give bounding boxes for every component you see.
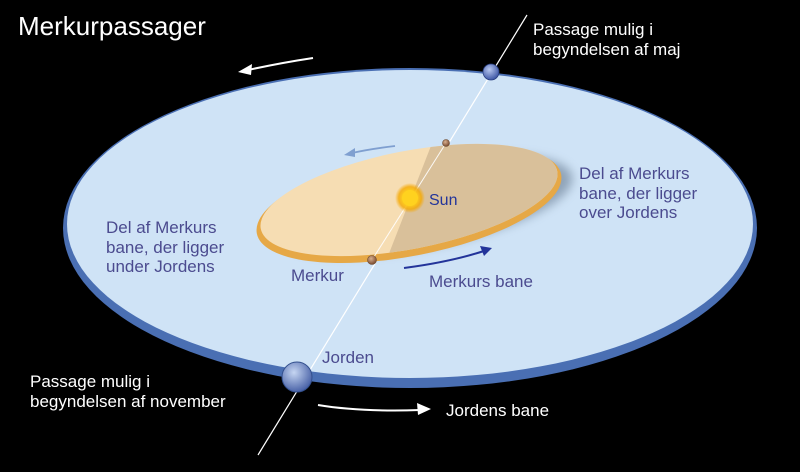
earth-orbit-arrow-bottom bbox=[317, 403, 431, 415]
label-passage-may: Passage mulig i begyndelsen af maj bbox=[533, 20, 681, 59]
label-mercury-below: Del af Merkurs bane, der ligger under Jo… bbox=[106, 218, 225, 277]
label-earth-orbit: Jordens bane bbox=[446, 401, 550, 420]
label-mercury-above: Del af Merkurs bane, der ligger over Jor… bbox=[579, 164, 698, 223]
label-earth: Jorden bbox=[322, 348, 374, 367]
mercury-planet bbox=[367, 255, 377, 265]
label-mercury: Merkur bbox=[291, 266, 344, 285]
mercury-orbit-arrow-top bbox=[344, 145, 396, 157]
earth-planet bbox=[281, 361, 313, 393]
page-title: Merkurpassager bbox=[18, 11, 206, 41]
earth-orbit-arrow-top bbox=[238, 57, 314, 75]
earth-may-position bbox=[482, 63, 500, 81]
label-passage-november: Passage mulig i begyndelsen af november bbox=[30, 372, 226, 411]
label-mercury-orbit: Merkurs bane bbox=[429, 272, 533, 291]
label-sun: Sun bbox=[429, 192, 458, 209]
mercury-node-upper bbox=[442, 139, 450, 147]
mercury-orbit-arrow-bottom bbox=[403, 246, 492, 269]
